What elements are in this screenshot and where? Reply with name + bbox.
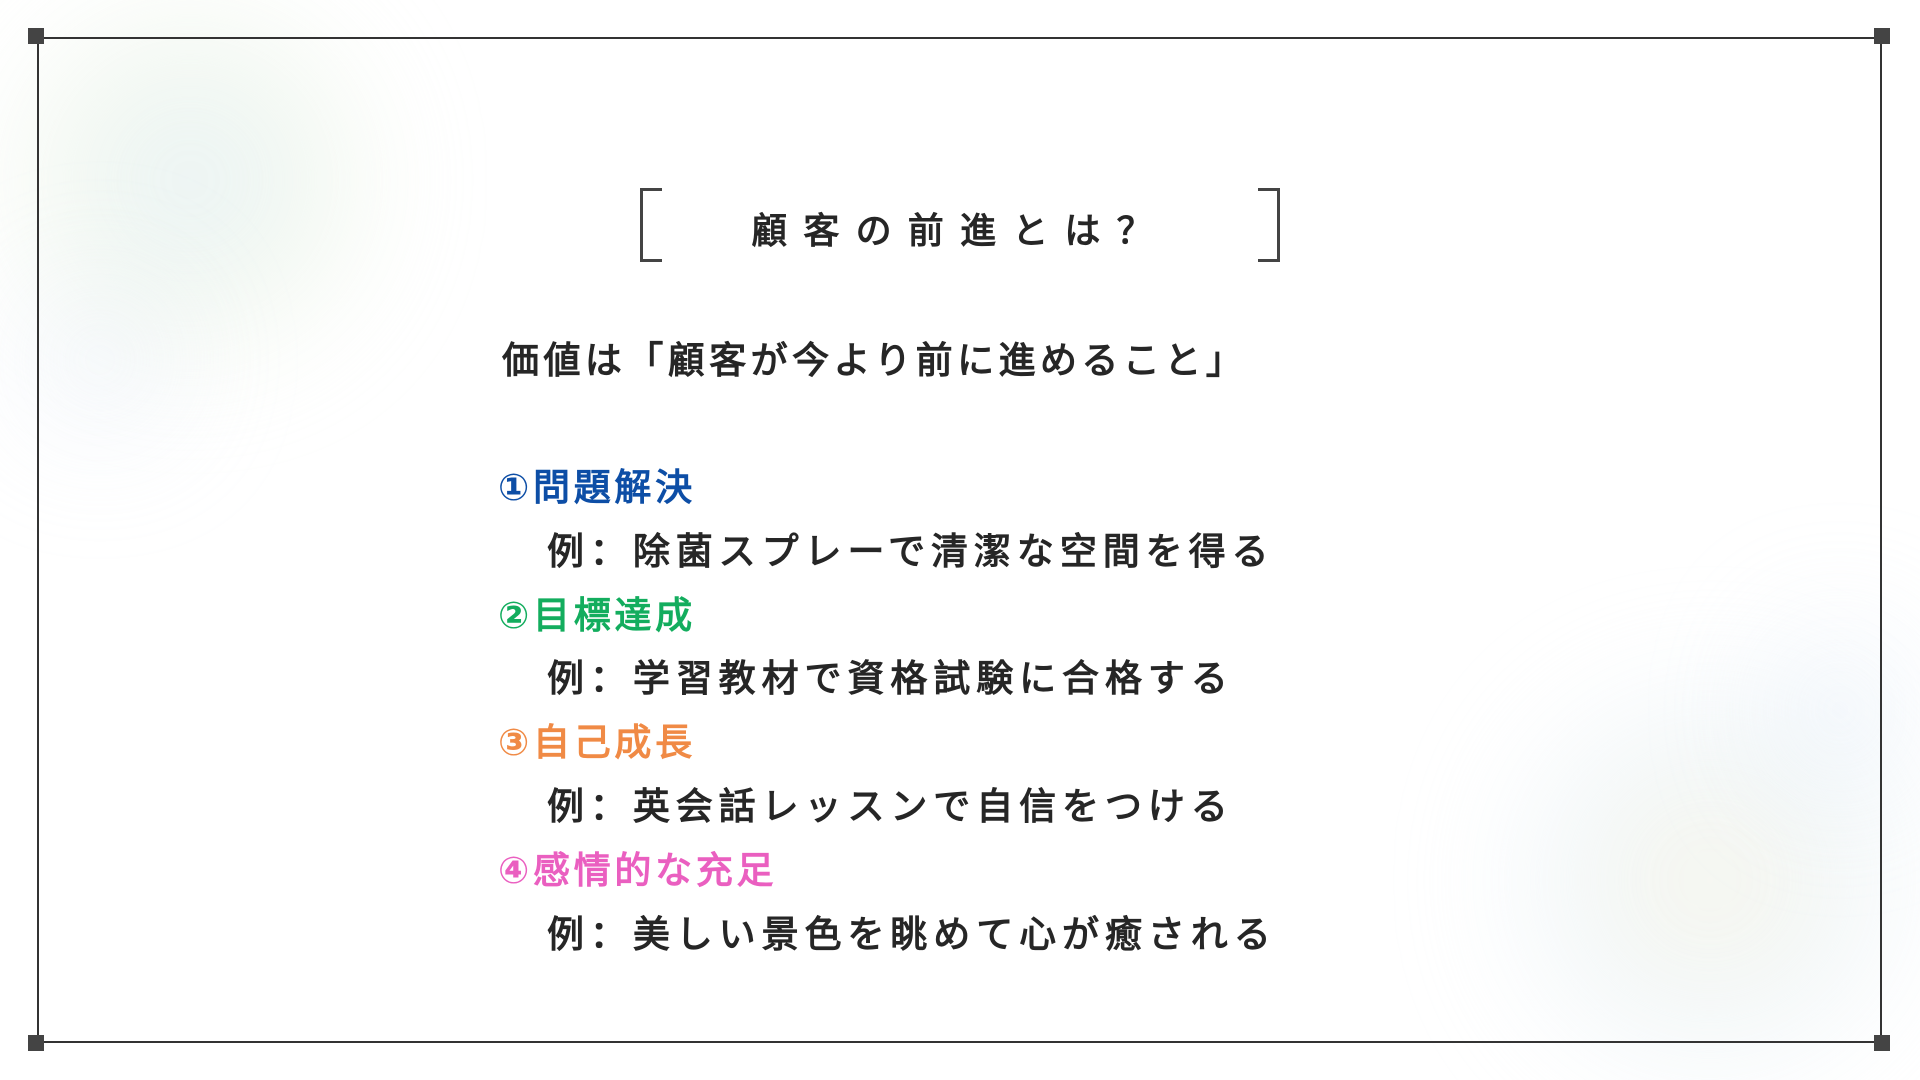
background-gradient	[0, 240, 200, 480]
item-example: 例：美しい景色を眺めて心が癒される	[547, 913, 1277, 956]
slide-frame	[37, 37, 1882, 1043]
item-label: ②目標達成	[498, 594, 696, 637]
background-gradient	[1760, 560, 1920, 860]
slide-title: 顧客の前進とは？	[751, 211, 1169, 252]
item-label: ③自己成長	[498, 721, 696, 764]
item-example: 例：除菌スプレーで清潔な空間を得る	[547, 530, 1275, 573]
frame-corner	[28, 1035, 44, 1051]
item-example: 例：学習教材で資格試験に合格する	[547, 657, 1234, 700]
frame-corner	[1874, 28, 1890, 44]
item-example: 例：英会話レッスンで自信をつける	[547, 785, 1234, 828]
left-bracket	[640, 188, 662, 262]
frame-corner	[1874, 1035, 1890, 1051]
frame-corner	[28, 28, 44, 44]
item-label: ①問題解決	[498, 466, 696, 509]
item-label: ④感情的な充足	[498, 849, 778, 892]
right-bracket	[1258, 188, 1280, 262]
headline: 価値は「顧客が今より前に進めること」	[502, 339, 1248, 382]
title-block: 顧客の前進とは？	[640, 188, 1280, 262]
